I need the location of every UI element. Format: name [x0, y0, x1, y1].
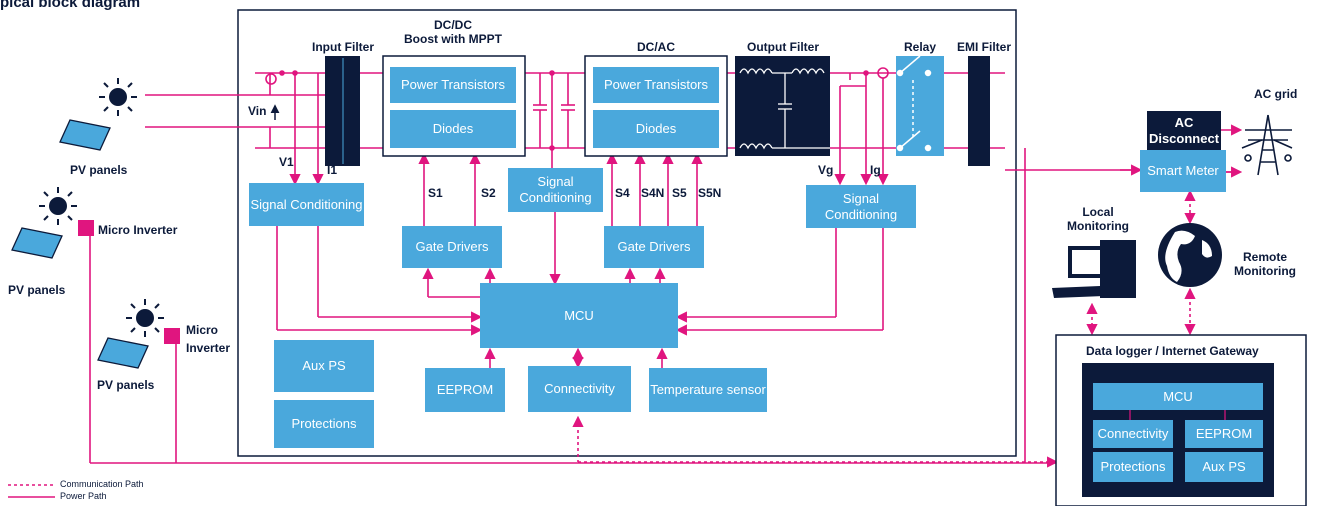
- dcdc-label-line2: Boost with MPPT: [404, 32, 502, 46]
- signal-conditioning-dclink: Signal Conditioning: [508, 168, 603, 212]
- ac-disconnect-block: AC Disconnect: [1147, 111, 1221, 151]
- gateway-title: Data logger / Internet Gateway: [1086, 344, 1259, 358]
- temperature-sensor-block: Temperature sensor: [649, 368, 767, 412]
- i1-label: I1: [327, 163, 338, 177]
- power-transistors-dcdc: Power Transistors: [390, 67, 516, 103]
- relay-label: Relay: [903, 40, 937, 54]
- pv-panels-label-2: PV panels: [8, 283, 66, 297]
- output-filter-label: Output Filter: [747, 40, 819, 54]
- connectivity-block: Connectivity: [528, 366, 631, 412]
- input-filter-label: Input Filter: [312, 40, 374, 54]
- computer-icon: [1052, 240, 1136, 298]
- s1-label: S1: [428, 186, 443, 200]
- vg-label: Vg: [818, 163, 834, 177]
- remote-monitoring-label: Remote Monitoring: [1234, 250, 1296, 278]
- micro-inverter-icon-2: [164, 328, 180, 344]
- grid-tower-icon: [1241, 114, 1293, 176]
- micro-inverter-label-1: Micro Inverter: [98, 223, 178, 237]
- micro-inverter-icon-1: [78, 220, 94, 236]
- eeprom-block: EEPROM: [425, 368, 505, 412]
- legend-communication-path: Communication Path: [60, 479, 144, 489]
- dcac-label: DC/AC: [637, 40, 675, 54]
- ig-label: Ig: [870, 163, 881, 177]
- gateway-eeprom-block: EEPROM: [1185, 420, 1263, 448]
- junction-dots: [279, 70, 869, 151]
- aux-ps-block: Aux PS: [274, 340, 374, 392]
- globe-icon: [1158, 223, 1222, 287]
- solar-panel-icon: [11, 119, 149, 369]
- emi-filter-block: [968, 56, 990, 166]
- inverter-boundary: [237, 9, 1017, 457]
- sun-icon: [39, 78, 164, 337]
- s4-label: S4: [615, 186, 630, 200]
- gate-drivers-dcac: Gate Drivers: [604, 226, 704, 268]
- smart-meter-block: Smart Meter: [1140, 150, 1226, 192]
- pv-panels-label-3: PV panels: [97, 378, 155, 392]
- micro-inverter-label-2a: Micro: [186, 323, 219, 337]
- dcdc-label-line1: DC/DC: [434, 18, 472, 32]
- s4n-label: S4N: [641, 186, 665, 200]
- diodes-dcdc: Diodes: [390, 110, 516, 148]
- s2-label: S2: [481, 186, 496, 200]
- power-transistors-dcac: Power Transistors: [593, 67, 719, 103]
- diodes-dcac: Diodes: [593, 110, 719, 148]
- legend-power-path: Power Path: [60, 491, 107, 501]
- ac-grid-label: AC grid: [1254, 87, 1298, 101]
- signal-conditioning-output: Signal Conditioning: [806, 185, 916, 228]
- s5-label: S5: [672, 186, 687, 200]
- mcu-block: MCU: [480, 283, 678, 348]
- signal-conditioning-input: Signal Conditioning: [249, 183, 364, 226]
- v1-label: V1: [279, 155, 294, 169]
- pv-panels-label-1: PV panels: [70, 163, 128, 177]
- relay-block: [896, 56, 944, 156]
- gate-drivers-dcdc: Gate Drivers: [402, 226, 502, 268]
- micro-inverter-label-2b: Inverter: [186, 341, 231, 355]
- communication-path-lines: [8, 189, 1196, 486]
- gateway-aux-ps-block: Aux PS: [1185, 452, 1263, 482]
- protections-block: Protections: [274, 400, 374, 448]
- emi-filter-label: EMI Filter: [956, 40, 1012, 54]
- local-monitoring-label: Local Monitoring: [1067, 205, 1129, 233]
- vin-label: Vin: [248, 104, 267, 118]
- s5n-label: S5N: [698, 186, 722, 200]
- gateway-connectivity-block: Connectivity: [1093, 420, 1173, 448]
- diagram-title: pical block diagram: [0, 0, 141, 11]
- gateway-protections-block: Protections: [1093, 452, 1173, 482]
- gateway-mcu-block: MCU: [1093, 383, 1263, 410]
